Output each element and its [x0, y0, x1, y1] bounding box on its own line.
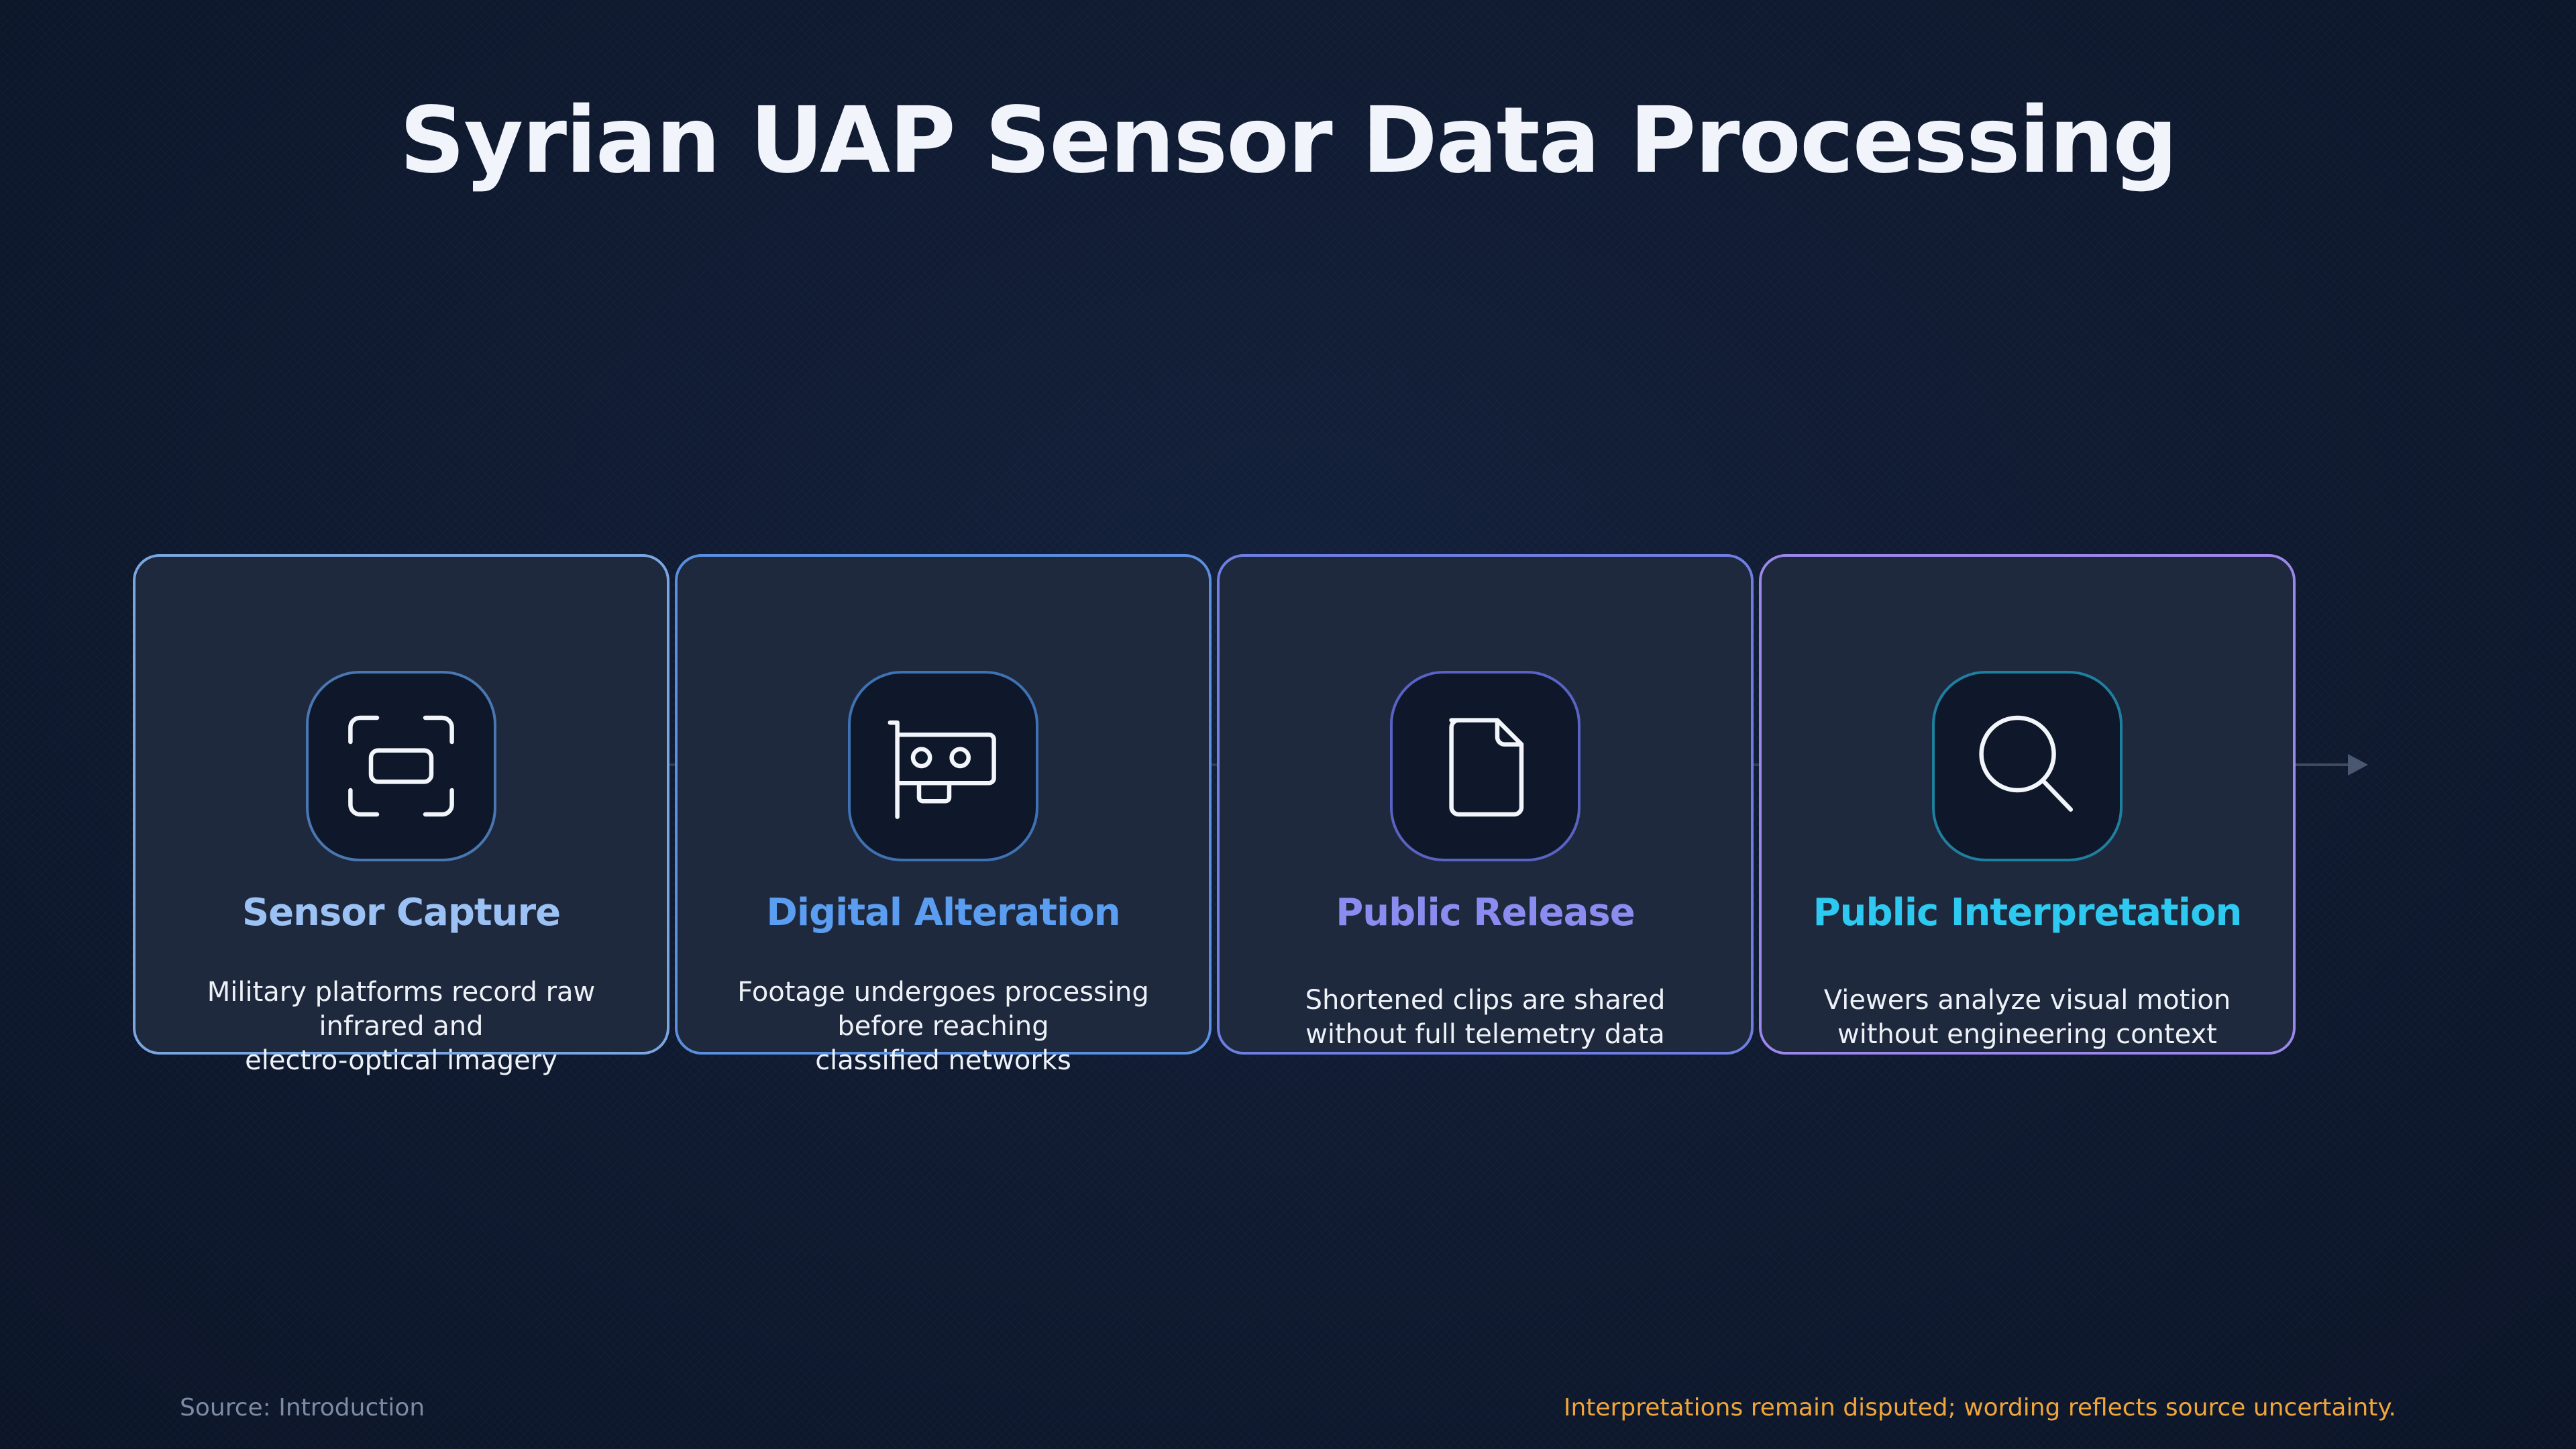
step-icon-container — [1932, 671, 2123, 861]
viewfinder-icon — [348, 715, 454, 817]
document-icon — [1449, 718, 1524, 817]
flow-connector-line — [1205, 763, 1218, 766]
step-icon-container — [306, 671, 496, 861]
flow-arrow-icon — [2294, 754, 2368, 775]
page-title: Syrian UAP Sensor Data Processing — [399, 88, 2178, 194]
step-title: Public Interpretation — [1813, 891, 2243, 934]
step-title: Digital Alteration — [766, 891, 1120, 934]
step-title: Public Release — [1336, 891, 1635, 934]
disclaimer-note: Interpretations remain disputed; wording… — [1563, 1394, 2396, 1421]
source-note: Source: Introduction — [180, 1394, 425, 1421]
step-icon-container — [1390, 671, 1580, 861]
graphics-card-icon — [888, 720, 996, 819]
step-description: Viewers analyze visual motion without en… — [1823, 985, 2231, 1050]
step-icon-container — [848, 671, 1038, 861]
step-description: Military platforms record raw infrared a… — [207, 977, 596, 1076]
flow-connector-line — [664, 763, 678, 766]
search-icon — [1979, 715, 2074, 812]
step-description: Footage undergoes processing before reac… — [737, 977, 1149, 1076]
step-card-digital-alteration: Digital Alteration Footage undergoes pro… — [675, 554, 1212, 1076]
step-description: Shortened clips are shared without full … — [1305, 985, 1666, 1050]
step-title: Sensor Capture — [241, 891, 561, 934]
step-card-public-interpretation: Public Interpretation Viewers analyze vi… — [1759, 554, 2296, 1055]
step-card-sensor-capture: Sensor Capture Military platforms record… — [133, 554, 669, 1076]
step-card-public-release: Public Release Shortened clips are share… — [1217, 554, 1754, 1055]
